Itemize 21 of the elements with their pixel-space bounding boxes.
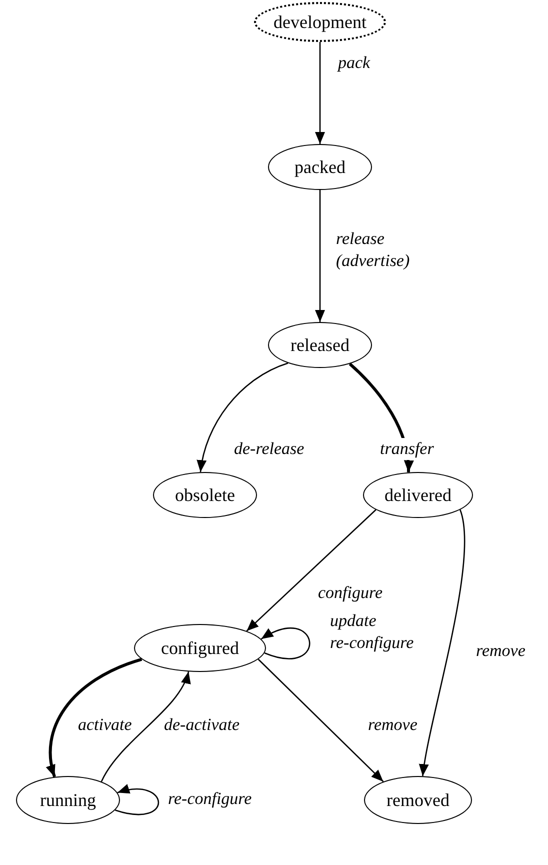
state-name: obsolete — [175, 484, 235, 506]
self-loop-arrow — [260, 628, 310, 660]
state-ellipse — [16, 776, 120, 824]
state-name: removed — [386, 790, 450, 810]
transition-arrow — [197, 362, 288, 472]
state-name: running — [40, 790, 96, 810]
edge-label: transfer — [378, 438, 436, 460]
self-loop-arrow — [114, 784, 159, 816]
transition-arrow — [246, 509, 376, 632]
state-name: packed — [294, 156, 346, 178]
transition-arrow — [100, 671, 190, 782]
transition-arrow — [315, 42, 325, 144]
state-name: configured — [161, 638, 239, 658]
transition-arrow — [315, 190, 325, 322]
state-name: development — [274, 12, 366, 32]
state-name: delivered — [384, 484, 452, 506]
state-name: released — [290, 334, 350, 356]
transition-arrow — [419, 510, 466, 776]
transition-arrow — [258, 658, 384, 782]
transition-arrow — [46, 658, 142, 778]
state-ellipse — [134, 624, 266, 672]
